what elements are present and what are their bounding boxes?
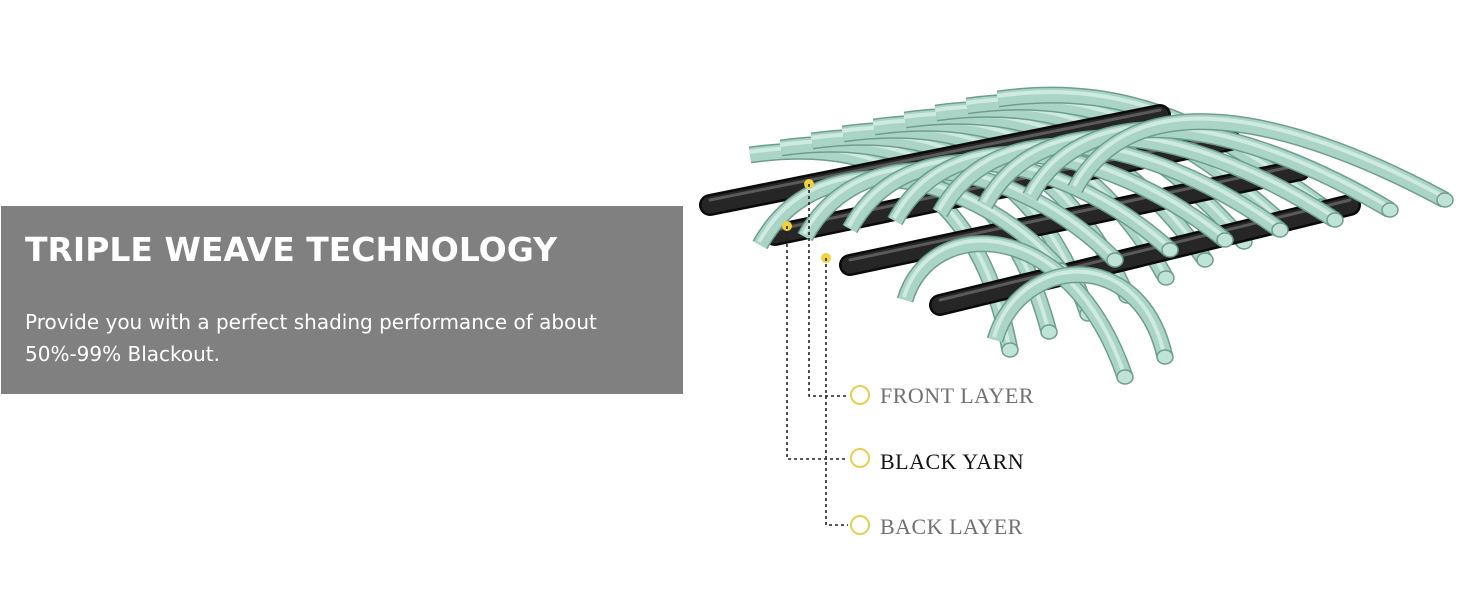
marker-dot: [782, 221, 792, 231]
front-layer-label: FRONT LAYER: [880, 383, 1035, 408]
info-panel: [1, 206, 683, 394]
front-yarn: [1067, 113, 1454, 208]
front-layer-yarns: [752, 113, 1454, 385]
panel-title: TRIPLE WEAVE TECHNOLOGY: [25, 230, 557, 269]
marker-dot: [804, 179, 814, 189]
back-layer-ring-icon: [850, 515, 870, 535]
front-yarn: [986, 266, 1174, 365]
back-layer-label: BACK LAYER: [880, 514, 1023, 539]
panel-description: Provide you with a perfect shading perfo…: [25, 310, 597, 366]
marker-dot: [821, 253, 831, 263]
black-yarn-ring-icon: [850, 448, 870, 468]
weave-structure-illustration: [699, 86, 1454, 385]
front-yarn: [896, 235, 1134, 385]
black-yarn-label: BLACK YARN: [880, 449, 1025, 474]
